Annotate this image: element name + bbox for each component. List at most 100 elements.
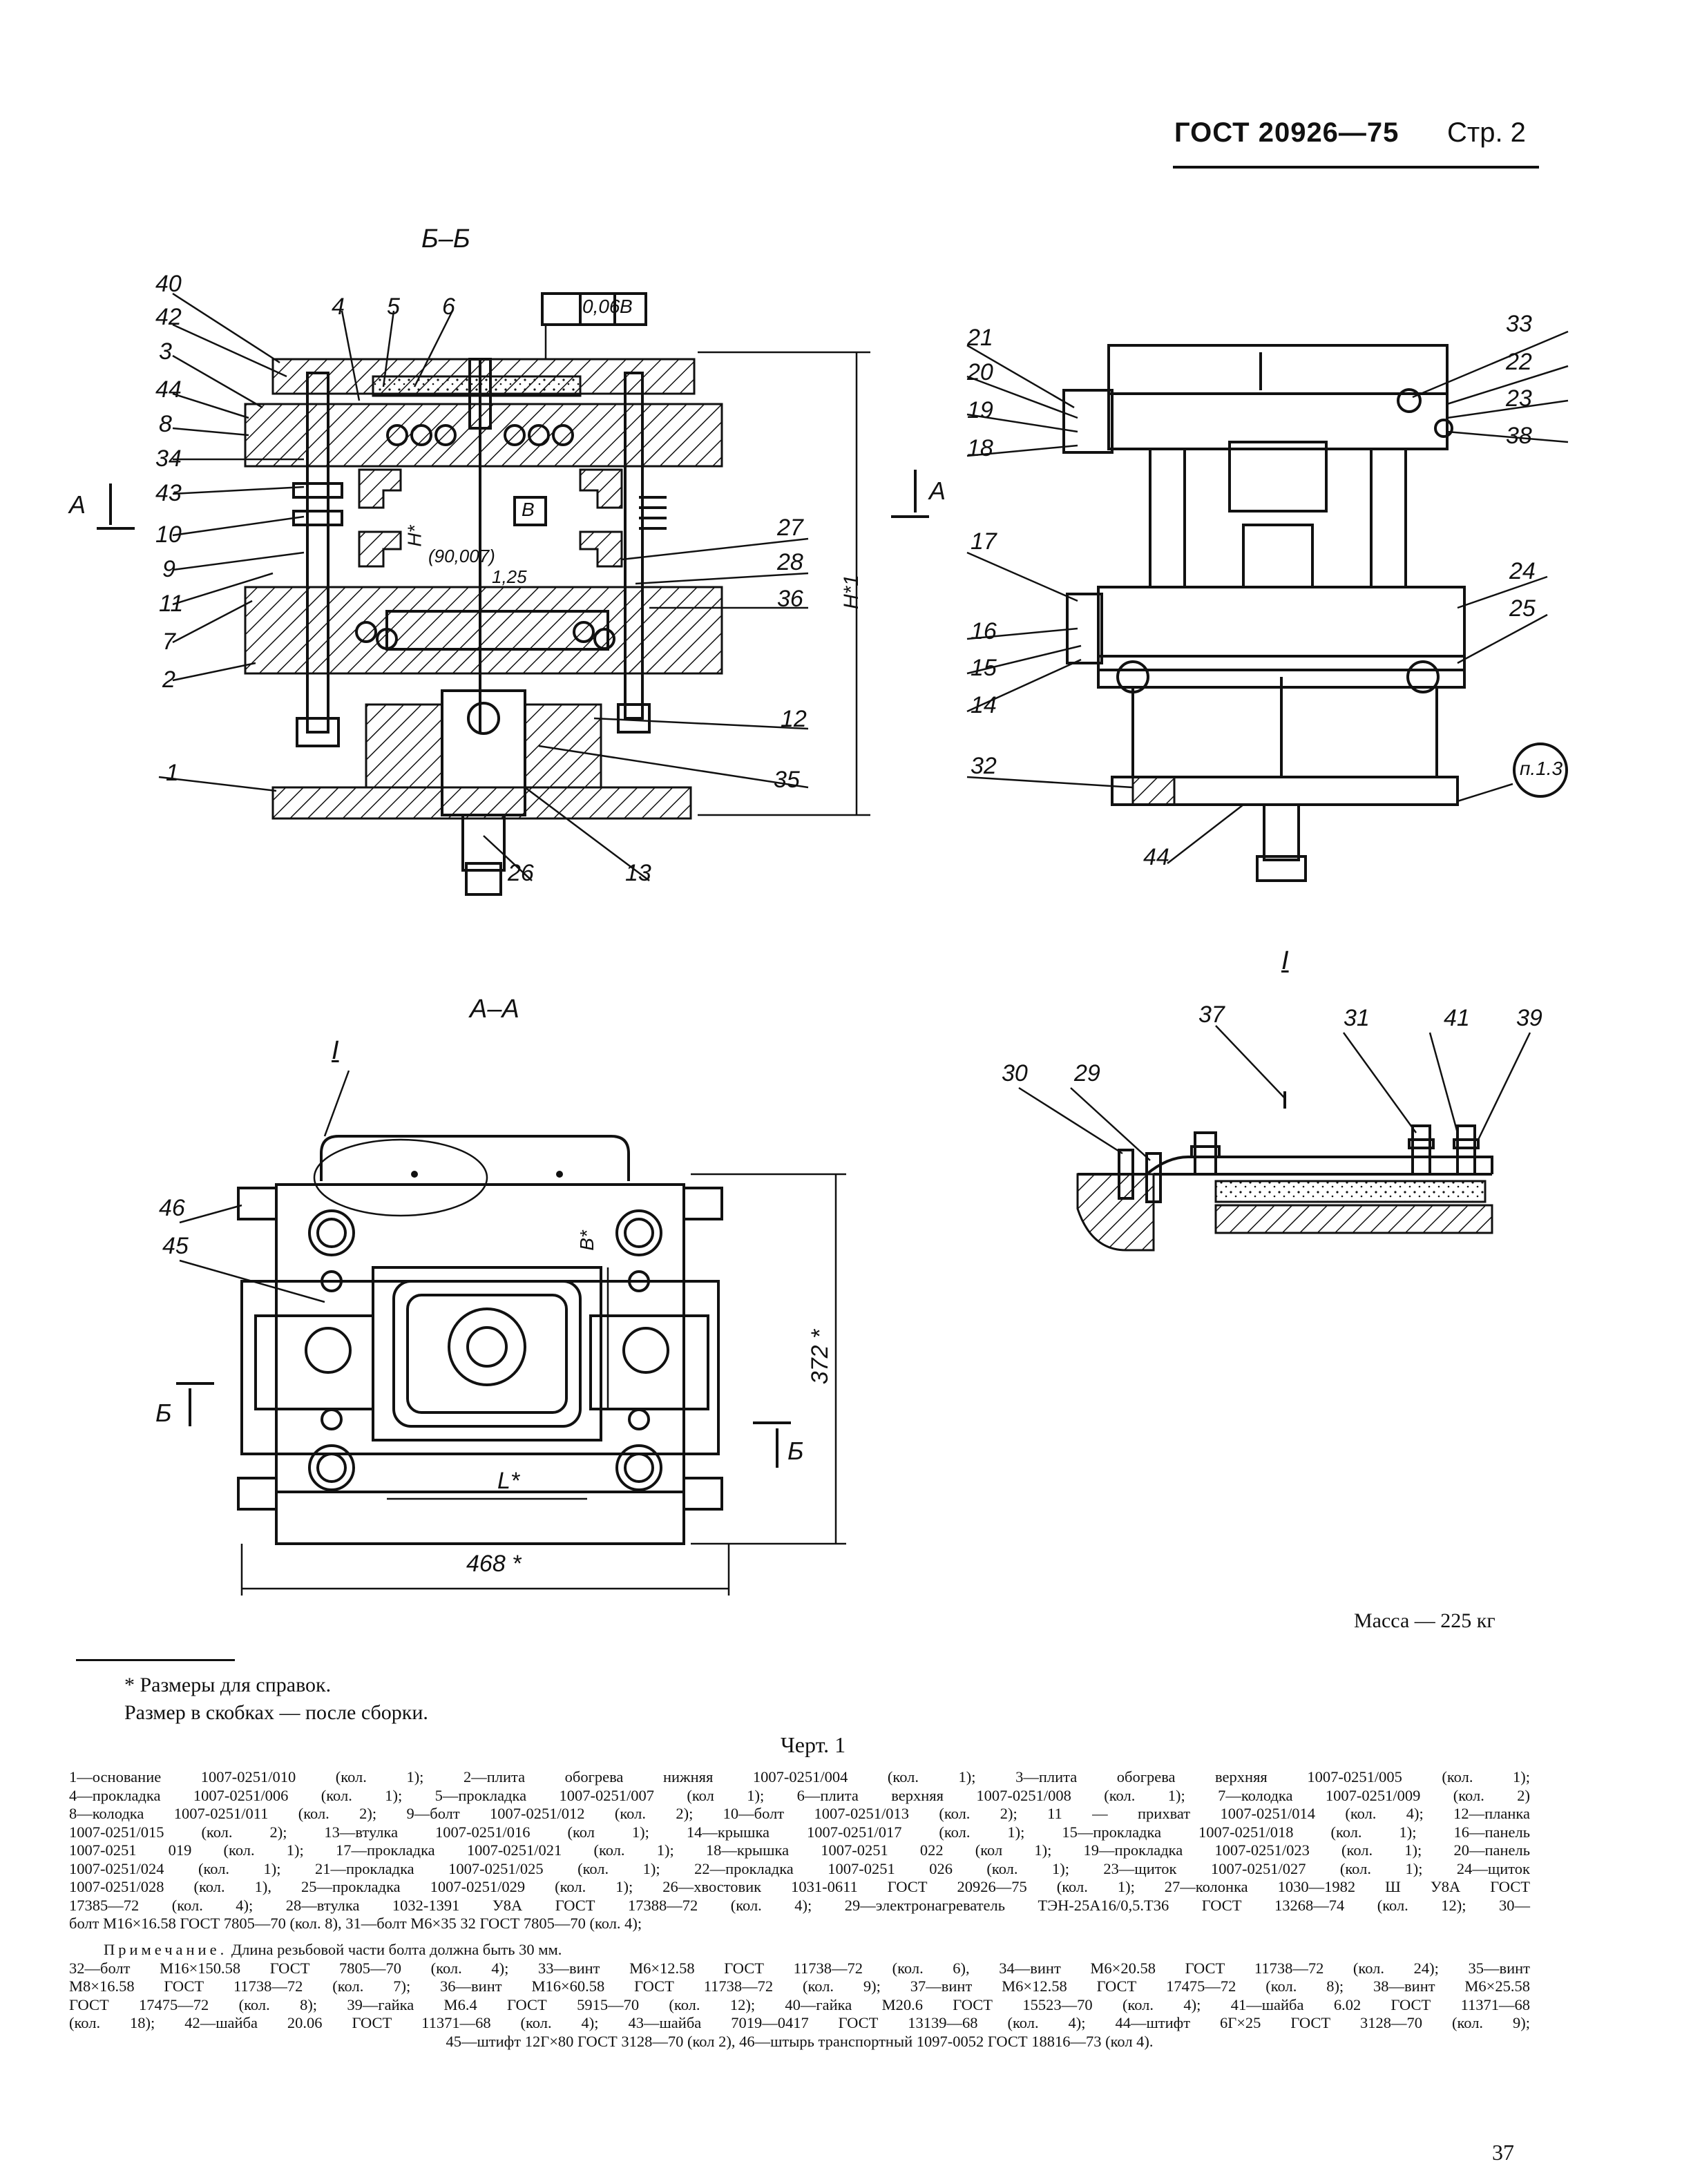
- callout: 22: [1506, 349, 1532, 375]
- primechanie-line: 45—штифт 12Г×80 ГОСТ 3128—70 (кол 2), 46…: [446, 2032, 1154, 2050]
- callout: 24: [1509, 558, 1536, 584]
- legend-line: 1—основание 1007-0251/010 (кол. 1); 2—пл…: [69, 1768, 1530, 1785]
- callout: 23: [1506, 385, 1532, 412]
- callout: 10: [155, 521, 182, 548]
- section-mark-b-right: Б: [787, 1437, 804, 1465]
- callout: 21: [967, 325, 993, 351]
- technical-drawing: [97, 292, 1569, 1596]
- legend-line: 8—колодка 1007-0251/011 (кол. 2); 9—болт…: [69, 1805, 1530, 1822]
- section-mark-a-right: А: [929, 477, 946, 505]
- callout: 44: [155, 376, 182, 403]
- callout: 27: [777, 515, 803, 541]
- footnote-1: * Размеры для справок.: [124, 1674, 332, 1696]
- legend-line: болт М16×16.58 ГОСТ 7805—70 (кол. 8), 31…: [69, 1915, 642, 1932]
- callout: 35: [774, 767, 800, 793]
- detail-ref-mark: I: [332, 1036, 339, 1065]
- tolerance-value: 0,06: [582, 296, 620, 317]
- dim-width: 468 *: [466, 1551, 522, 1577]
- reference-note-badge: п.1.3: [1520, 758, 1563, 779]
- callout: 38: [1506, 423, 1532, 449]
- section-mark-a-left: А: [69, 490, 86, 519]
- callout: 18: [967, 435, 993, 461]
- callout: 45: [162, 1233, 189, 1259]
- callout: 9: [162, 556, 175, 582]
- callout: 32: [971, 753, 997, 779]
- section-mark-b-left: Б: [155, 1399, 172, 1427]
- callout: 8: [159, 411, 172, 437]
- primechanie-line: 32—болт М16×150.58 ГОСТ 7805—70 (кол. 4)…: [69, 1959, 1530, 1977]
- callout: 20: [967, 359, 993, 385]
- page-number: 37: [1492, 2140, 1514, 2165]
- callout: 11: [159, 591, 184, 617]
- legend-line: 1007-0251 019 (кол. 1); 17—прокладка 100…: [69, 1841, 1530, 1859]
- callout: 30: [1002, 1060, 1028, 1086]
- header-rule: [1173, 166, 1539, 169]
- footnote-rule: [76, 1659, 235, 1661]
- callout: 39: [1516, 1005, 1542, 1031]
- callout: 19: [967, 397, 993, 423]
- datum-mark: В: [522, 499, 535, 520]
- view-aa-label: А–А: [470, 995, 519, 1024]
- primechanie-line: ГОСТ 17475—72 (кол. 8); 39—гайка М6.4 ГО…: [69, 1995, 1530, 2013]
- callout: 17: [971, 528, 997, 555]
- callout: 6: [442, 294, 455, 320]
- callout: 15: [971, 655, 997, 681]
- primechanie-line: (кол. 18); 42—шайба 20.06 ГОСТ 11371—68 …: [69, 2014, 1530, 2031]
- callout: 26: [508, 860, 534, 886]
- callout: 5: [387, 294, 400, 320]
- view-bb-drawing: [97, 292, 929, 896]
- callout: 1: [166, 760, 179, 786]
- callout: 13: [625, 860, 651, 886]
- dim-h: H*: [403, 525, 426, 547]
- dim-bracket: (90,007): [428, 546, 495, 566]
- side-view-drawing: [966, 330, 1569, 882]
- callout: 16: [971, 618, 997, 644]
- detail-i-drawing: [1018, 1025, 1531, 1252]
- dim-value: 1,25: [492, 566, 527, 587]
- figure-caption: Черт. 1: [781, 1732, 846, 1757]
- legend-line: 1007-0251/028 (кол. 1), 25—прокладка 100…: [69, 1878, 1530, 1895]
- callout: 37: [1198, 1002, 1225, 1028]
- dim-b: B*: [575, 1230, 598, 1251]
- mass-label: Масса — 225 кг: [1354, 1609, 1495, 1632]
- legend-line: 1007-0251/024 (кол. 1); 21—прокладка 100…: [69, 1859, 1530, 1877]
- callout: 40: [155, 271, 182, 297]
- primechanie-heading: Примечание. Длина резьбовой части болта …: [69, 1941, 1530, 1960]
- footnote-2: Размер в скобках — после сборки.: [124, 1701, 428, 1724]
- callout: 36: [777, 586, 803, 612]
- primechanie-line: М8×16.58 ГОСТ 11738—72 (кол. 7); 36—винт…: [69, 1977, 1530, 1995]
- dim-h1: H*1: [840, 574, 863, 610]
- callout: 4: [332, 294, 345, 320]
- callout: 42: [155, 304, 182, 330]
- primechanie-first: Длина резьбовой части болта должна быть …: [231, 1941, 562, 1958]
- callout: 2: [162, 667, 175, 693]
- page-label: Стр. 2: [1447, 117, 1526, 148]
- dim-height: 372 *: [807, 1329, 834, 1385]
- callout: 14: [971, 692, 997, 718]
- callout: 28: [777, 549, 803, 575]
- standard-number: ГОСТ 20926—75: [1174, 117, 1399, 148]
- legend-line: 4—прокладка 1007-0251/006 (кол. 1); 5—пр…: [69, 1786, 1530, 1804]
- callout: 44: [1143, 844, 1169, 870]
- tolerance-datum: В: [620, 296, 633, 317]
- callout: 7: [162, 629, 175, 655]
- primechanie-block: Примечание. Длина резьбовой части болта …: [69, 1941, 1530, 2051]
- parts-legend: 1—основание 1007-0251/010 (кол. 1); 2—пл…: [69, 1768, 1530, 1933]
- callout: 3: [159, 338, 172, 365]
- callout: 46: [159, 1195, 185, 1221]
- view-bb-label: Б–Б: [421, 224, 470, 253]
- callout: 31: [1344, 1005, 1370, 1031]
- callout: 33: [1506, 311, 1532, 337]
- legend-line: 17385—72 (кол. 4); 28—втулка 1032-1391 У…: [69, 1896, 1530, 1914]
- callout: 34: [155, 446, 182, 472]
- callout: 25: [1509, 595, 1536, 622]
- callout: 29: [1074, 1060, 1100, 1086]
- dim-l: L*: [497, 1468, 520, 1494]
- view-aa-drawing: [176, 1070, 846, 1596]
- callout: 12: [781, 706, 807, 732]
- legend-line: 1007-0251/015 (кол. 2); 13—втулка 1007-0…: [69, 1823, 1530, 1841]
- primechanie-title: Примечание.: [104, 1941, 228, 1958]
- detail-i-label: I: [1281, 946, 1289, 975]
- callout: 43: [155, 480, 182, 506]
- callout: 41: [1444, 1005, 1470, 1031]
